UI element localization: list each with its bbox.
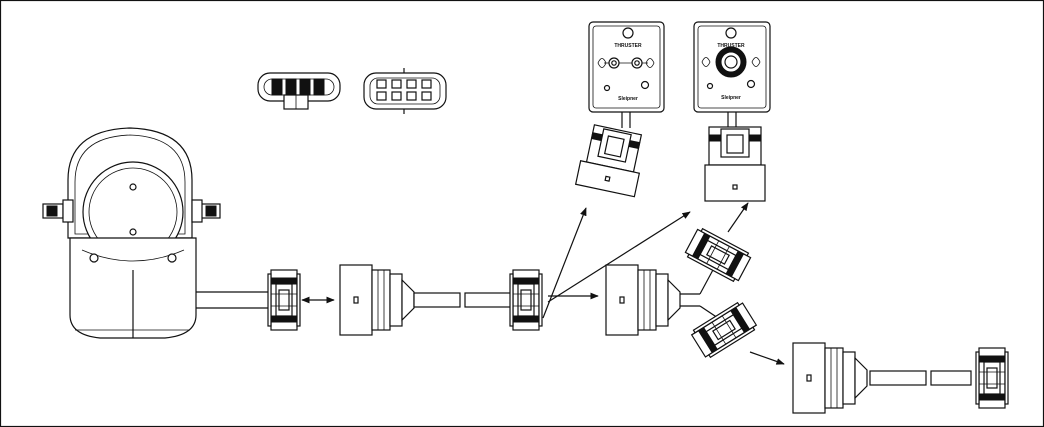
- panel-right-indicator: [706, 82, 714, 90]
- control-panel-right: THRUSTER Sleipner: [693, 21, 771, 128]
- panel-left-power-button[interactable]: [640, 80, 650, 90]
- connector-2: [509, 269, 543, 331]
- cable-middle: [413, 292, 512, 308]
- panel-left-logo: Sleipner: [618, 96, 638, 102]
- loose-connector-male: [363, 68, 447, 114]
- splitter-cables: [680, 267, 719, 319]
- arrow-upper-out: [727, 202, 749, 233]
- housing-3: [792, 342, 868, 414]
- splitter-connector-lower: [689, 299, 759, 361]
- panel-right-connector: [704, 126, 766, 202]
- panel-left-indicator: [603, 84, 611, 92]
- connector-3: [975, 347, 1009, 409]
- splitter-connector-upper: [683, 226, 753, 284]
- arrow-to-panel-right: [547, 211, 691, 303]
- panel-right-power-button[interactable]: [746, 79, 756, 89]
- arrow-lower-out: [749, 351, 785, 365]
- panel-right-logo: Sleipner: [721, 95, 741, 101]
- housing-2: [605, 264, 681, 336]
- loose-connector-female: [257, 72, 341, 110]
- connector-1: [267, 269, 301, 331]
- thruster-control-unit: [42, 127, 221, 339]
- panel-left-connector: [574, 124, 643, 198]
- arrow-to-panel-left: [542, 207, 587, 319]
- cable-unit-out: [196, 291, 268, 309]
- control-panel-left: THRUSTER Sleipner: [588, 21, 665, 128]
- cable-extension: [869, 370, 972, 386]
- panel-left-brand: THRUSTER: [614, 43, 642, 49]
- panel-right-brand: THRUSTER: [717, 43, 745, 49]
- housing-1: [339, 264, 415, 336]
